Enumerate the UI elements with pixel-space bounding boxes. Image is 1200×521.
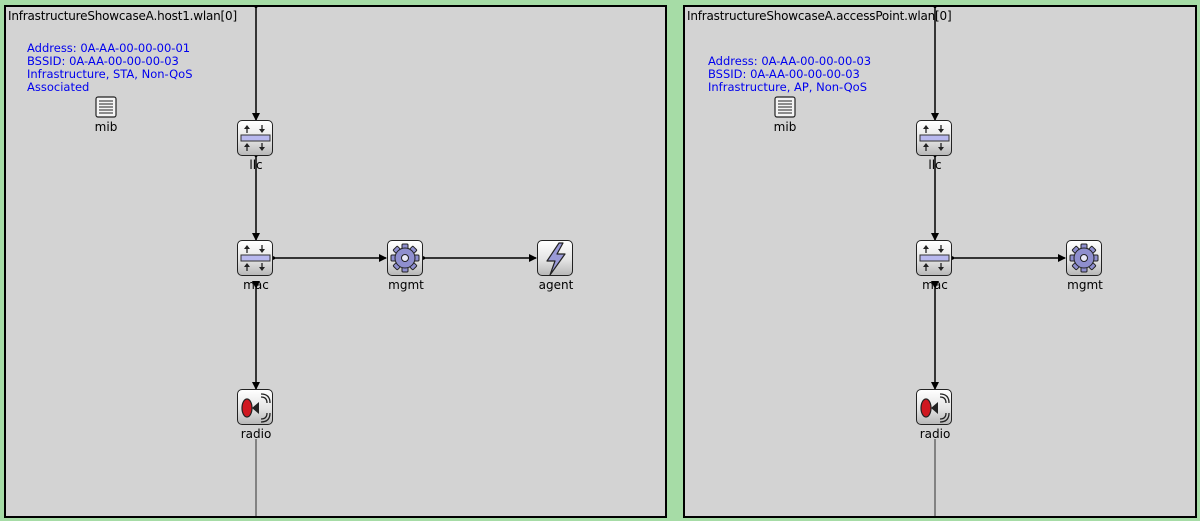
info-status: Associated [27, 80, 90, 94]
queue-icon [240, 245, 271, 271]
module-info-text: Address: 0A-AA-00-00-00-03 BSSID: 0A-AA-… [708, 55, 871, 94]
connections [252, 7, 537, 516]
lightning-icon [546, 242, 566, 276]
module-info-text: Address: 0A-AA-00-00-00-01 BSSID: 0A-AA-… [27, 42, 193, 94]
info-address: Address: 0A-AA-00-00-00-01 [27, 41, 191, 55]
gear-icon [390, 243, 420, 273]
mib-icon [774, 96, 796, 118]
panel-title: InfrastructureShowcaseA.host1.wlan[0] [8, 9, 237, 23]
info-bssid: BSSID: 0A-AA-00-00-00-03 [27, 54, 179, 68]
connections [931, 7, 1066, 516]
queue-icon [240, 125, 271, 151]
host-wlan-panel: InfrastructureShowcaseA.host1.wlan[0] Ad… [4, 5, 667, 518]
mgmt-label: mgmt [1067, 278, 1103, 292]
mac-label: mac [243, 278, 269, 292]
radio-label: radio [919, 427, 951, 441]
gear-icon [1069, 243, 1099, 273]
mib-label: mib [94, 120, 118, 134]
llc-label: llc [928, 158, 942, 172]
mib-label: mib [773, 120, 797, 134]
access-point-wlan-panel: InfrastructureShowcaseA.accessPoint.wlan… [683, 5, 1197, 518]
mac-label: mac [922, 278, 948, 292]
mib-icon [95, 96, 117, 118]
info-mode: Infrastructure, AP, Non-QoS [708, 80, 868, 94]
radio-icon [241, 393, 271, 423]
radio-label: radio [240, 427, 272, 441]
llc-label: llc [249, 158, 263, 172]
info-address: Address: 0A-AA-00-00-00-03 [708, 54, 872, 68]
radio-icon [920, 393, 950, 423]
agent-label: agent [538, 278, 574, 292]
info-bssid: BSSID: 0A-AA-00-00-00-03 [708, 67, 860, 81]
queue-icon [919, 245, 950, 271]
panel-title: InfrastructureShowcaseA.accessPoint.wlan… [687, 9, 952, 23]
info-mode: Infrastructure, STA, Non-QoS [27, 67, 193, 81]
mgmt-label: mgmt [388, 278, 424, 292]
queue-icon [919, 125, 950, 151]
